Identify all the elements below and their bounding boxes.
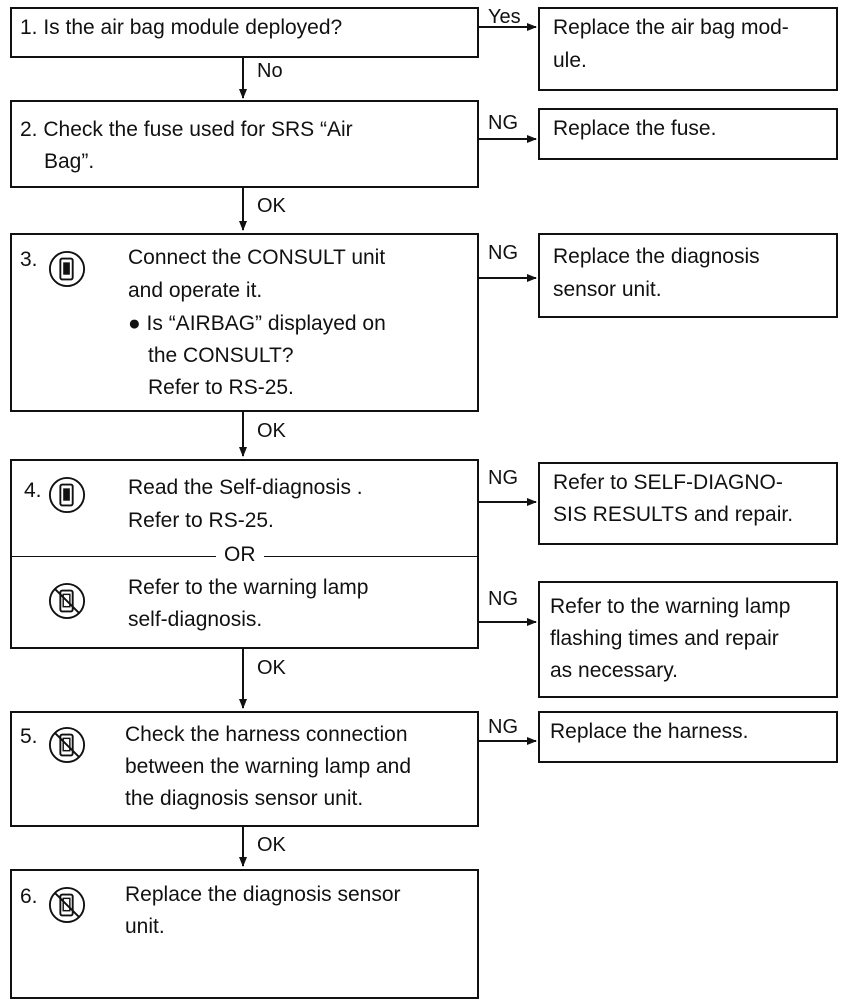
- step-2-line1: 2. Check the fuse used for SRS “Air: [20, 118, 353, 141]
- step-3-line1: Connect the CONSULT unit: [128, 246, 386, 269]
- step-3-box: [10, 233, 479, 412]
- label-ok-2: OK: [257, 195, 286, 217]
- result-2-box: [538, 108, 838, 160]
- step-5-number: 5.: [20, 725, 38, 748]
- step-5-line1: Check the harness connection: [125, 723, 408, 746]
- step-6-number: 6.: [20, 885, 38, 908]
- label-ok-4: OK: [257, 657, 286, 679]
- result-5-line1: Replace the harness.: [550, 720, 749, 743]
- step-2-line2: Bag”.: [44, 150, 95, 173]
- step-1-box: [10, 7, 479, 58]
- label-ng-4a: NG: [488, 467, 518, 489]
- result-1-line2: ule.: [553, 49, 587, 72]
- step-5-line2: between the warning lamp and: [125, 755, 412, 778]
- label-ng-2: NG: [488, 112, 518, 134]
- step-3-line4: the CONSULT?: [148, 344, 294, 367]
- step-2-box: [10, 100, 479, 188]
- step-3-line3: ● Is “AIRBAG” displayed on: [128, 312, 386, 335]
- step-4-line2: Refer to RS-25.: [128, 509, 274, 532]
- no-consult-icon: [48, 886, 86, 924]
- result-5-box: [538, 711, 838, 763]
- step-3-line2: and operate it.: [128, 279, 263, 302]
- step-6-line1: Replace the diagnosis sensor: [125, 883, 401, 906]
- result-4b-line1: Refer to the warning lamp: [550, 595, 791, 618]
- step-4-line3: Refer to the warning lamp: [128, 576, 369, 599]
- label-ok-3: OK: [257, 420, 286, 442]
- step-4-line1: Read the Self-diagnosis .: [128, 476, 363, 499]
- result-1-line1: Replace the air bag mod-: [553, 16, 789, 39]
- no-consult-icon: [48, 726, 86, 764]
- result-4b-box: [538, 581, 838, 698]
- result-4a-line1: Refer to SELF-DIAGNO-: [553, 471, 783, 494]
- label-ng-5: NG: [488, 716, 518, 738]
- consult-unit-icon: [48, 476, 86, 514]
- step-6-line2: unit.: [125, 915, 165, 938]
- label-no: No: [257, 60, 283, 82]
- no-consult-icon: [48, 582, 86, 620]
- result-2-line1: Replace the fuse.: [553, 117, 717, 140]
- label-yes: Yes: [488, 6, 521, 28]
- step-5-line3: the diagnosis sensor unit.: [125, 787, 364, 810]
- result-4b-line2: flashing times and repair: [550, 627, 779, 650]
- result-3-box: [538, 233, 838, 318]
- step-6-box: [10, 869, 479, 999]
- step-1-text: 1. Is the air bag module deployed?: [20, 16, 343, 39]
- step-3-number: 3.: [20, 248, 38, 271]
- result-3-line1: Replace the diagnosis: [553, 245, 760, 268]
- result-3-line2: sensor unit.: [553, 278, 662, 301]
- result-4a-box: [538, 462, 838, 545]
- label-ng-4b: NG: [488, 588, 518, 610]
- step-4-line4: self-diagnosis.: [128, 608, 263, 631]
- result-4a-line2: SIS RESULTS and repair.: [553, 503, 794, 526]
- result-1-box: [538, 7, 838, 91]
- label-ng-3: NG: [488, 242, 518, 264]
- result-4b-line3: as necessary.: [550, 659, 678, 682]
- or-label: OR: [216, 540, 264, 570]
- label-ok-5: OK: [257, 834, 286, 856]
- step-3-line5: Refer to RS-25.: [148, 376, 294, 399]
- step-4-number: 4.: [24, 479, 42, 502]
- step-5-box: [10, 711, 479, 827]
- consult-unit-icon: [48, 250, 86, 288]
